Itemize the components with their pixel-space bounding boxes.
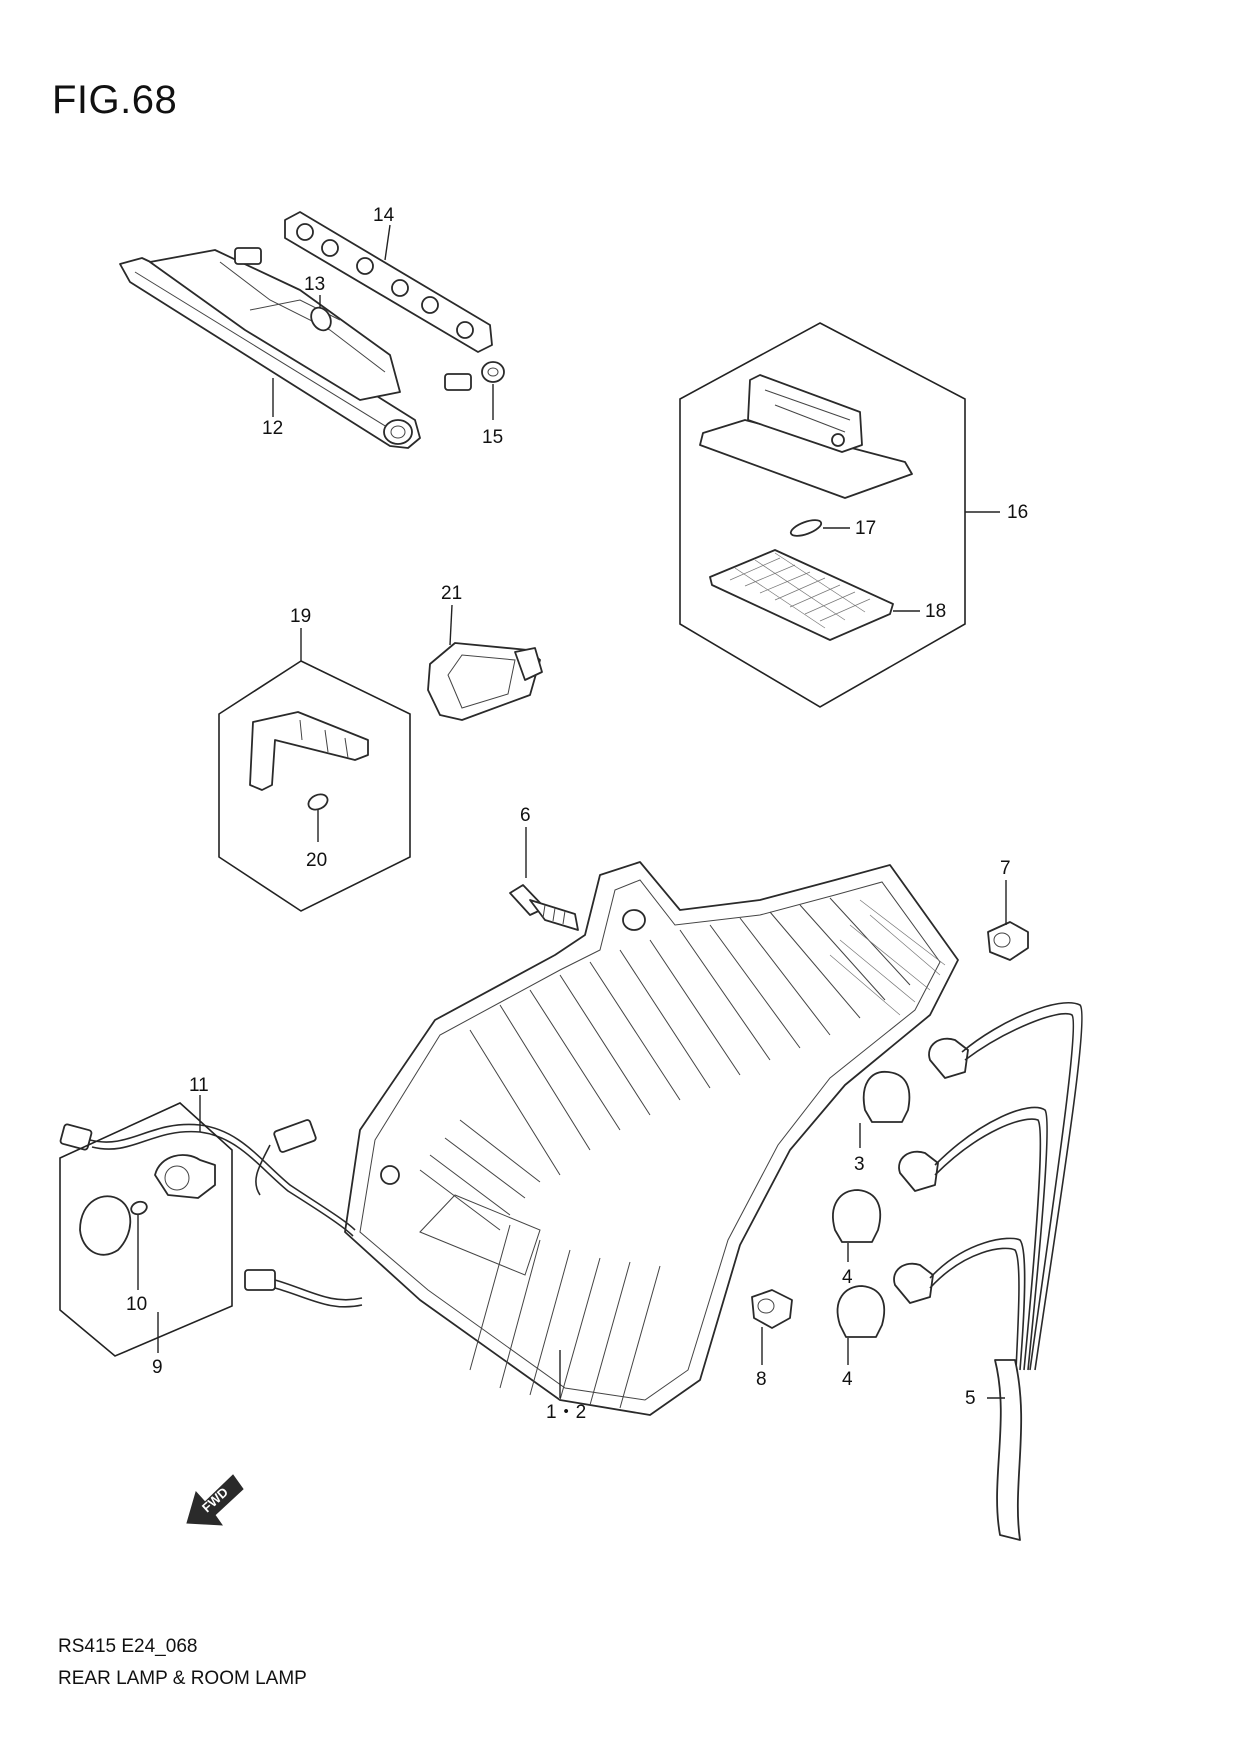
leader-lines: [137, 224, 1007, 1399]
rear-lamp-harness-5[interactable]: [893, 1001, 1083, 1541]
room-lamp-assembly-box: [679, 322, 966, 708]
bulb-10[interactable]: [129, 1200, 148, 1217]
cover-21[interactable]: [427, 642, 543, 721]
clip-8[interactable]: [751, 1289, 793, 1329]
fwd-arrow-icon: FWD: [186, 1474, 244, 1526]
callout-9: 9: [152, 1357, 163, 1378]
license-lamp-19[interactable]: [249, 711, 369, 791]
callout-21: 21: [441, 583, 462, 604]
callout-18: 18: [925, 601, 946, 622]
grommet-15[interactable]: [481, 361, 505, 383]
high-mount-stop-lamp[interactable]: [119, 247, 472, 449]
bulb-20[interactable]: [306, 791, 330, 812]
figure-title: FIG.68: [52, 78, 178, 122]
callout-1-2: 1・2: [546, 1402, 586, 1423]
screw-6[interactable]: [509, 884, 579, 931]
diagram-code: RS415 E24_068: [58, 1636, 198, 1657]
callout-7: 7: [1000, 858, 1011, 879]
callout-10: 10: [126, 1294, 147, 1315]
bulb-17[interactable]: [789, 517, 823, 539]
callout-4-upper: 4: [842, 1267, 853, 1288]
callout-5: 5: [965, 1388, 976, 1409]
lens-18[interactable]: [709, 549, 894, 641]
sub-harness-11[interactable]: [59, 1119, 363, 1308]
bulb-13[interactable]: [307, 304, 335, 334]
bulb-3[interactable]: [862, 1071, 911, 1123]
callout-20: 20: [306, 850, 327, 871]
lens-9[interactable]: [79, 1195, 132, 1256]
callout-13: 13: [304, 274, 325, 295]
callout-11: 11: [189, 1075, 209, 1096]
socket-9-box: [59, 1102, 233, 1357]
callout-19: 19: [290, 606, 311, 627]
callout-3: 3: [854, 1154, 865, 1175]
socket-strip-14[interactable]: [284, 211, 493, 353]
callout-6: 6: [520, 805, 531, 826]
callout-15: 15: [482, 427, 503, 448]
callout-8: 8: [756, 1369, 767, 1390]
license-lamp-assembly-box: [218, 660, 411, 912]
clip-7[interactable]: [987, 921, 1029, 961]
bulb-4-lower[interactable]: [836, 1285, 886, 1338]
socket-9[interactable]: [154, 1154, 216, 1199]
callout-17: 17: [855, 518, 876, 539]
room-lamp-16[interactable]: [699, 374, 913, 499]
callout-labels: 14 13 12 15 16 17 18 19 21 20 6 7 3 4 4 …: [126, 205, 1028, 1423]
callout-16: 16: [1007, 502, 1028, 523]
callout-4-lower: 4: [842, 1369, 853, 1390]
rear-combination-lamp[interactable]: [344, 861, 959, 1416]
bulb-4-upper[interactable]: [832, 1189, 882, 1243]
callout-14: 14: [373, 205, 395, 226]
callout-12: 12: [262, 418, 283, 439]
diagram-description: REAR LAMP & ROOM LAMP: [58, 1668, 307, 1689]
